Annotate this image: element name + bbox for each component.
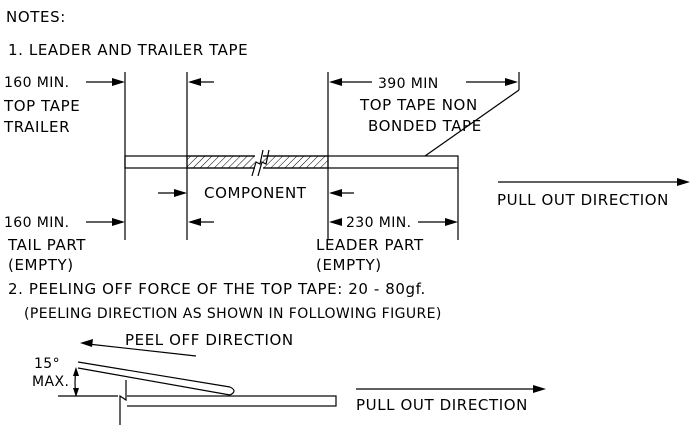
arrowhead xyxy=(329,189,342,197)
break-mark-right xyxy=(257,149,270,177)
peel-off-direction-label: PEEL OFF DIRECTION xyxy=(125,331,294,349)
arrowhead xyxy=(677,178,690,186)
pull-out-direction-label: PULL OUT DIRECTION xyxy=(497,191,669,209)
top-tape-non-bonded-line2: BONDED TAPE xyxy=(368,117,482,135)
tail-part-line2: (EMPTY) xyxy=(8,256,74,274)
arrowhead xyxy=(329,218,342,226)
arrowhead xyxy=(112,78,125,86)
arrowhead xyxy=(80,339,93,347)
arrowhead xyxy=(445,218,458,226)
note2-subtitle: (PEELING DIRECTION AS SHOWN IN FOLLOWING… xyxy=(24,306,442,322)
arrowhead xyxy=(174,189,187,197)
note2-title: 2. PEELING OFF FORCE OF THE TOP TAPE: 20… xyxy=(8,280,426,298)
carrier-tape xyxy=(123,395,337,407)
non-bonded-leader-line xyxy=(424,89,520,157)
note1-title: 1. LEADER AND TRAILER TAPE xyxy=(8,41,248,59)
peel-fold xyxy=(229,386,235,396)
tail-part-line1: TAIL PART xyxy=(7,236,86,254)
top-tape-non-bonded-value: 390 MIN xyxy=(378,76,439,92)
arrowhead xyxy=(73,388,79,397)
peel-off-arrow-line xyxy=(87,343,197,357)
carrier-break-mark xyxy=(119,380,127,425)
arrowhead xyxy=(112,218,125,226)
pull-out-direction-label-bottom: PULL OUT DIRECTION xyxy=(356,396,528,414)
leader-part-line1: LEADER PART xyxy=(316,236,424,254)
break-gap xyxy=(255,151,263,173)
arrowhead xyxy=(505,78,518,86)
tail-part-value: 160 MIN. xyxy=(4,215,70,231)
arrowhead xyxy=(329,78,342,86)
leader-part-line2: (EMPTY) xyxy=(316,256,382,274)
leader-part-value: 230 MIN. xyxy=(346,215,412,231)
top-tape-trailer-line2: TRAILER xyxy=(3,118,70,136)
notes-heading: NOTES: xyxy=(6,8,66,26)
angle-label: MAX. xyxy=(32,374,69,390)
peeled-tape-top-edge xyxy=(77,361,231,388)
arrowhead xyxy=(188,218,201,226)
top-tape-trailer-value: 160 MIN. xyxy=(4,75,70,91)
carrier-break-gap xyxy=(118,392,127,410)
component-label: COMPONENT xyxy=(204,184,307,202)
break-mark-left xyxy=(251,149,264,177)
angle-value: 15° xyxy=(34,356,60,372)
top-tape-non-bonded-line1: TOP TAPE NON xyxy=(359,96,478,114)
peeled-tape-bottom-edge xyxy=(77,367,231,396)
arrowhead xyxy=(73,367,79,376)
arrowhead xyxy=(533,385,546,393)
top-tape-trailer-line1: TOP TAPE xyxy=(3,97,80,115)
arrowhead xyxy=(188,78,201,86)
